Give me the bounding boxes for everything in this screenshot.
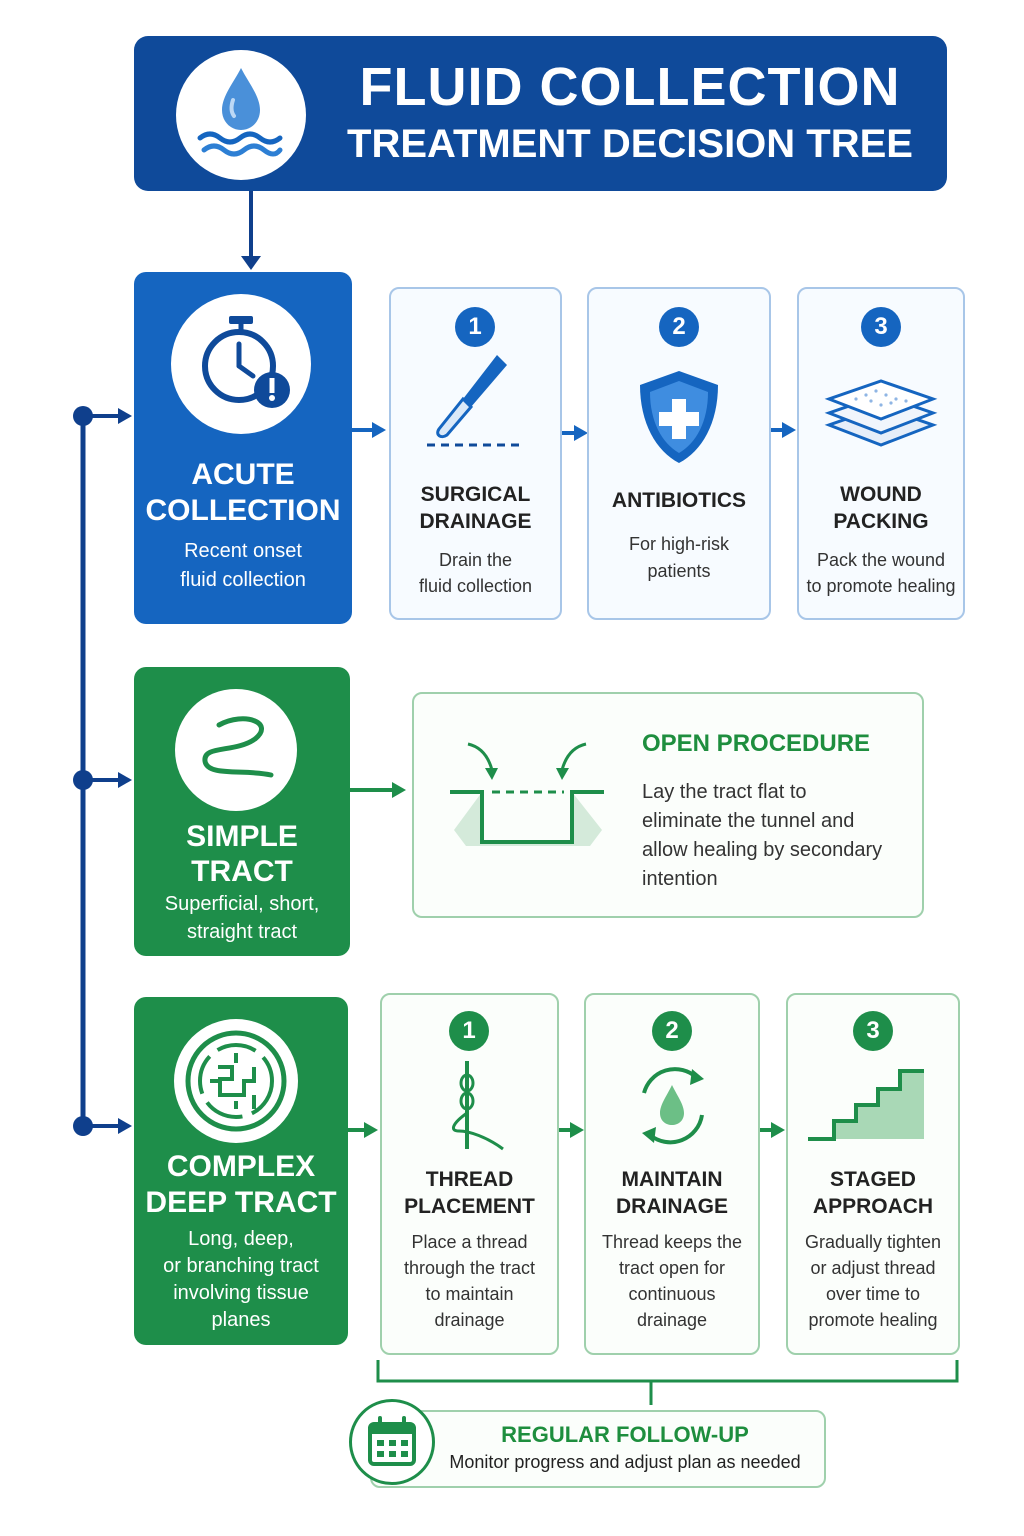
open-procedure-card: OPEN PROCEDURE Lay the tract flat to eli… xyxy=(412,692,924,918)
step-title-line-1: STAGED xyxy=(830,1168,916,1191)
step-desc-line-3: over time to xyxy=(825,1284,921,1304)
step-title-line-1: THREAD xyxy=(425,1168,514,1191)
acute-desc-line-2: fluid collection xyxy=(180,569,306,591)
title-line-2: TREATMENT DECISION TREE xyxy=(347,122,913,166)
step-desc-line-2: patients xyxy=(647,561,711,581)
step-desc-line-3: to maintain xyxy=(425,1284,514,1304)
step-desc-line-3: continuous xyxy=(628,1284,716,1304)
open-procedure-desc-line-4: intention xyxy=(642,868,718,890)
followup-box xyxy=(370,1410,826,1488)
step-desc-line-4: drainage xyxy=(434,1310,505,1330)
acute-title-line-1: ACUTE xyxy=(191,458,295,491)
followup-desc: Monitor progress and adjust plan as need… xyxy=(449,1452,801,1472)
complex-deep-tract-box: COMPLEX DEEP TRACT Long, deep, or branch… xyxy=(134,997,348,1345)
thread-icon xyxy=(451,1061,504,1151)
complex-icon-circle xyxy=(174,1019,298,1143)
acute-icon-circle xyxy=(171,294,311,434)
complex-step-1-card: 1 THREAD PLACEMENT Place a thread throug… xyxy=(380,993,559,1355)
acute-collection-box: ACUTE COLLECTION Recent onset fluid coll… xyxy=(134,272,352,624)
acute-step-1-card: 1 SURGICAL DRAINAGE Drain the fluid coll… xyxy=(389,287,562,620)
step-desc-line-1: Place a thread xyxy=(411,1232,528,1252)
acute-desc-line-1: Recent onset xyxy=(184,540,302,562)
step-desc-line-4: promote healing xyxy=(808,1310,938,1330)
step-title-line-1: ANTIBIOTICS xyxy=(611,489,747,512)
step-desc-line-2: through the tract xyxy=(403,1258,536,1278)
followup-icon-circle xyxy=(349,1399,435,1485)
shield-cross-icon xyxy=(640,371,718,463)
step-desc-line-1: Thread keeps the xyxy=(601,1232,743,1252)
step-desc-line-2: to promote healing xyxy=(806,576,956,596)
step-title-line-1: SURGICAL xyxy=(420,483,531,506)
step-title-line-2: PACKING xyxy=(833,510,929,533)
scalpel-icon xyxy=(427,355,525,447)
complex-title-line-1: COMPLEX xyxy=(166,1150,316,1183)
step-desc-line-1: Drain the xyxy=(438,550,513,570)
calendar-icon xyxy=(368,1416,416,1466)
step-desc-line-1: For high-risk xyxy=(628,534,730,554)
step-desc-line-1: Pack the wound xyxy=(816,550,946,570)
step-title-line-2: DRAINAGE xyxy=(419,510,532,533)
step-number: 3 xyxy=(853,1011,893,1051)
open-procedure-desc-line-3: allow healing by secondary xyxy=(642,839,883,861)
simple-tract-box: SIMPLE TRACT Superficial, short, straigh… xyxy=(134,667,350,956)
step-number: 2 xyxy=(652,1011,692,1051)
simple-desc-line-2: straight tract xyxy=(186,921,298,943)
title-line-1: FLUID COLLECTION xyxy=(359,57,901,117)
water-drop-icon xyxy=(197,68,283,157)
step-title-line-2: DRAINAGE xyxy=(615,1195,728,1218)
step-desc-line-1: Gradually tighten xyxy=(804,1232,942,1252)
open-procedure-desc-line-1: Lay the tract flat to xyxy=(642,781,807,803)
open-tract-icon xyxy=(450,742,604,846)
complex-title-line-2: DEEP TRACT xyxy=(145,1186,337,1219)
step-number: 1 xyxy=(449,1011,489,1051)
header-icon-circle xyxy=(176,50,306,180)
complex-desc-line-3: involving tissue xyxy=(173,1282,309,1304)
cycle-drop-icon xyxy=(642,1067,704,1145)
simple-desc-line-1: Superficial, short, xyxy=(164,893,320,915)
complex-desc-line-4: planes xyxy=(211,1309,271,1331)
simple-title-line-1: SIMPLE xyxy=(186,820,298,853)
simple-icon-circle xyxy=(175,689,297,811)
step-title-line-1: WOUND xyxy=(840,483,922,506)
stairs-icon xyxy=(808,1069,924,1141)
step-desc-line-2: fluid collection xyxy=(418,576,533,596)
gauze-layers-icon xyxy=(824,379,938,447)
step-number: 1 xyxy=(455,307,495,347)
followup-title: REGULAR FOLLOW-UP xyxy=(501,1422,749,1447)
acute-title-line-2: COLLECTION xyxy=(145,494,341,527)
complex-step-3-card: 3 STAGED APPROACH Gradually tighten or a… xyxy=(786,993,960,1355)
step-desc-line-4: drainage xyxy=(636,1310,708,1330)
step-number: 2 xyxy=(659,307,699,347)
stopwatch-alert-icon xyxy=(202,316,290,408)
maze-icon xyxy=(185,1030,287,1132)
acute-step-2-card: 2 ANTIBIOTICS For high-risk patients xyxy=(587,287,771,620)
complex-desc-line-1: Long, deep, xyxy=(188,1228,294,1250)
step-desc-line-2: tract open for xyxy=(618,1258,726,1278)
open-procedure-desc-line-2: eliminate the tunnel and xyxy=(642,810,855,832)
step-title-line-2: APPROACH xyxy=(812,1195,934,1218)
simple-title-line-2: TRACT xyxy=(191,855,293,888)
complex-desc-line-2: or branching tract xyxy=(163,1255,319,1277)
step-desc-line-2: or adjust thread xyxy=(810,1258,936,1278)
acute-step-3-card: 3 WOUND PACKING Pack the wound to promot… xyxy=(797,287,965,620)
complex-step-2-card: 2 MAINTAIN DRAINAGE Thread keeps the tra… xyxy=(584,993,760,1355)
open-procedure-title: OPEN PROCEDURE xyxy=(642,730,871,757)
squiggle-tract-icon xyxy=(202,716,274,778)
step-title-line-2: PLACEMENT xyxy=(404,1195,535,1218)
step-number: 3 xyxy=(861,307,901,347)
step-title-line-1: MAINTAIN xyxy=(621,1168,723,1191)
